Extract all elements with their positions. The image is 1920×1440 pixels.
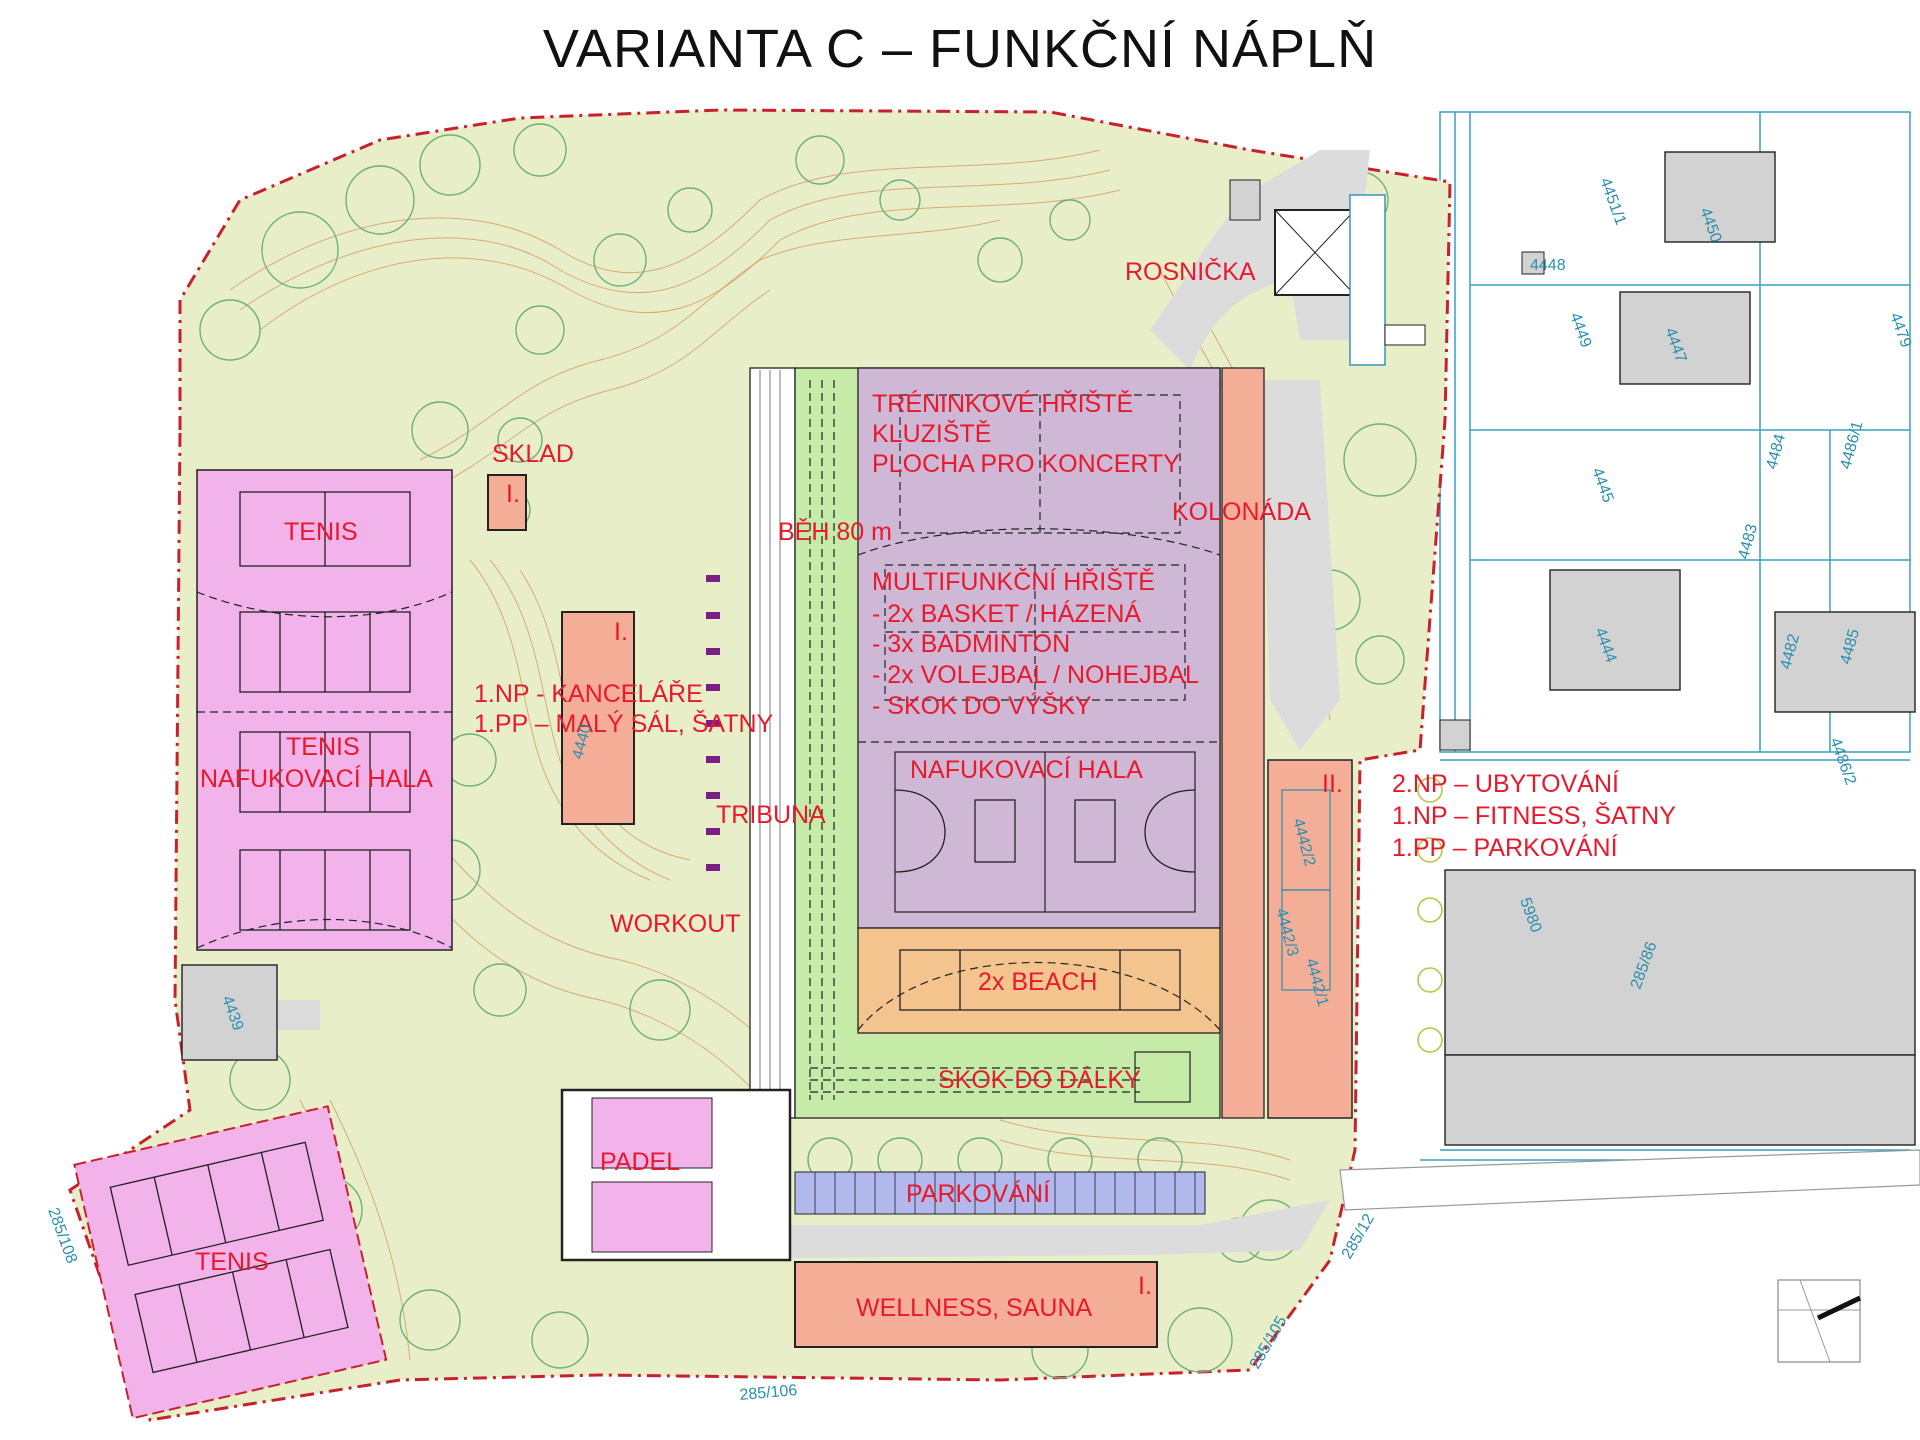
label-right-2: 1.NP – FITNESS, ŠATNY: [1392, 801, 1676, 830]
parcel-number: 4486/2: [1826, 736, 1859, 788]
parcel-number: 4484: [1763, 432, 1789, 471]
label-multi-title: MULTIFUNKČNÍ HŘIŠTĚ: [872, 567, 1155, 596]
office-building: [561, 611, 635, 825]
label-beh: BĚH 80 m: [778, 517, 892, 546]
label-multi-item: - 3x BADMINTON: [872, 630, 1070, 658]
label-office-2: 1.PP – MALÝ SÁL, ŠATNY: [474, 709, 774, 738]
label-office-1: 1.NP - KANCELÁŘE: [474, 679, 703, 708]
paved-areas: [180, 150, 1920, 1258]
label-tenis-hall-1: TENIS: [286, 733, 360, 761]
label-office-floor: I.: [614, 618, 628, 646]
map-title: VARIANTA C – FUNKČNÍ NÁPLŇ: [542, 19, 1378, 79]
tennis-hall-area: [196, 469, 453, 951]
label-right-floor: II.: [1322, 770, 1343, 798]
label-right-3: 1.PP – PARKOVÁNÍ: [1392, 833, 1618, 862]
label-rosnicka: ROSNIČKA: [1125, 257, 1256, 286]
label-training-1: TRÉNINKOVÉ HŘIŠTĚ: [872, 389, 1133, 418]
function-labels: ROSNIČKA SKLAD I. TENIS TENIS NAFUKOVACÍ…: [195, 257, 1676, 1322]
beach-courts: [857, 927, 1221, 1034]
label-right-1: 2.NP – UBYTOVÁNÍ: [1392, 769, 1619, 798]
north-arrow-icon: [1777, 1279, 1862, 1363]
label-tenis-bottom: TENIS: [195, 1248, 269, 1276]
parcel-number: 285/12: [1339, 1211, 1378, 1262]
label-wellness: WELLNESS, SAUNA: [856, 1294, 1093, 1322]
existing-buildings: [181, 179, 1545, 1061]
label-training-2: KLUZIŠTĚ: [872, 419, 991, 448]
label-multi-item: - 2x BASKET / HÁZENÁ: [872, 599, 1141, 628]
parcel-number: 4445: [1588, 466, 1616, 505]
storage-building: [487, 474, 527, 531]
parcel-number: 4448: [1530, 257, 1566, 274]
label-training-3: PLOCHA PRO KONCERTY: [872, 450, 1180, 478]
label-beach: 2x BEACH: [978, 968, 1097, 996]
label-skok: SKOK DO DÁLKY: [938, 1065, 1141, 1094]
label-padel: PADEL: [600, 1148, 680, 1176]
parcel-number: 4449: [1566, 311, 1594, 350]
tennis-bottom-area: [73, 1105, 388, 1420]
label-parkovani: PARKOVÁNÍ: [906, 1179, 1050, 1208]
parcel-number: 285/106: [739, 1382, 798, 1404]
label-sklad-floor: I.: [506, 480, 520, 508]
label-tenis-top: TENIS: [284, 518, 358, 546]
label-tribuna: TRIBUNA: [716, 801, 826, 829]
workout-markers: [706, 575, 720, 871]
label-sklad: SKLAD: [492, 440, 574, 468]
label-workout: WORKOUT: [610, 910, 741, 938]
adjacent-parcels: [1420, 111, 1916, 1161]
site-plan: ROSNIČKA SKLAD I. TENIS TENIS NAFUKOVACÍ…: [44, 108, 1920, 1422]
parcel-number: 285/108: [44, 1206, 80, 1266]
wellness-building: [794, 1261, 1158, 1348]
parcel-number: 4451/1: [1596, 176, 1629, 228]
grandstand: [749, 367, 796, 1119]
multifunction-zone: [857, 367, 1221, 929]
parcel-number: 4486/1: [1837, 419, 1866, 471]
label-multi-item: - 2x VOLEJBAL / NOHEJBAL: [872, 661, 1199, 689]
parcel-number: 4483: [1735, 522, 1761, 561]
colonnade: [1221, 367, 1265, 1119]
parking-stalls: [794, 1171, 1206, 1215]
label-multi-item: - SKOK DO VÝŠKY: [872, 691, 1092, 720]
label-tenis-hall-2: NAFUKOVACÍ HALA: [200, 764, 433, 793]
label-kolonada: KOLONÁDA: [1172, 497, 1311, 526]
label-nafuk-hala: NAFUKOVACÍ HALA: [910, 755, 1143, 784]
label-wellness-floor: I.: [1138, 1272, 1152, 1300]
track-lanes: [809, 380, 1140, 1100]
